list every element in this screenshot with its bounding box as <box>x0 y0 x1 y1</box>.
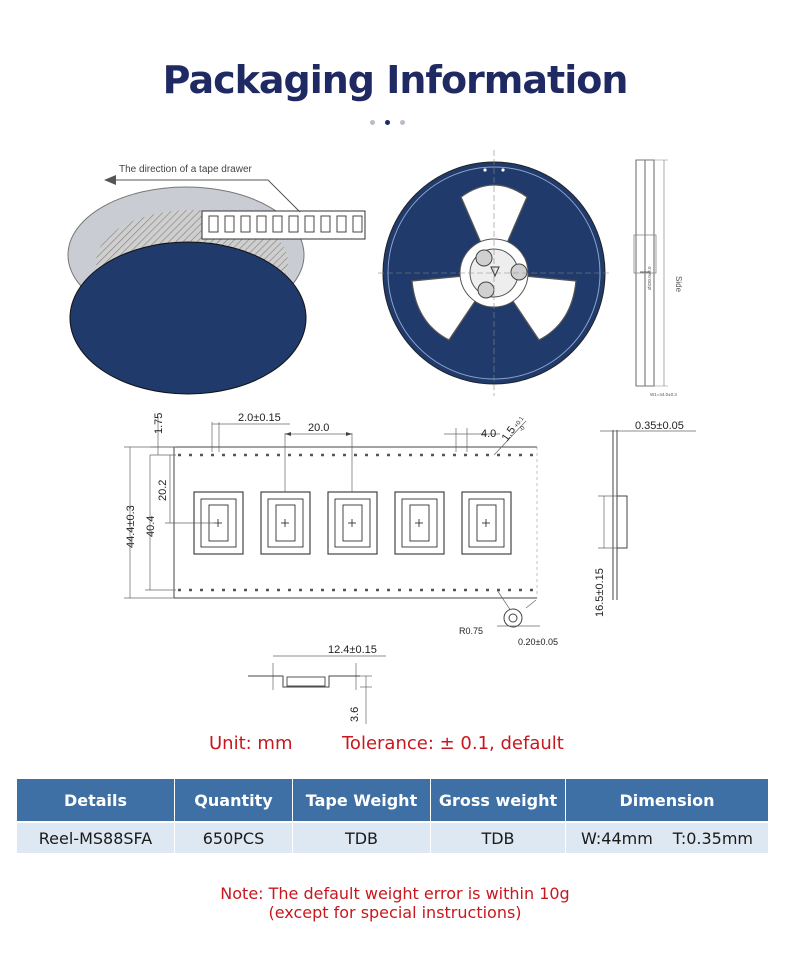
note-line-2: (except for special instructions) <box>268 903 522 922</box>
dim-2-0: 2.0±0.15 <box>238 412 281 424</box>
table-header-row: Details Quantity Tape Weight Gross weigh… <box>17 779 768 821</box>
tolerance-label: Tolerance: ± 0.1, default <box>342 733 564 754</box>
dim-r0-75: R0.75 <box>459 626 483 636</box>
dim-40-4: 40.4 <box>145 516 157 537</box>
tape-direction-label: The direction of a tape drawer <box>119 164 253 175</box>
dimension-thickness: T:0.35mm <box>672 828 753 848</box>
cell-gross-weight: TDB <box>431 821 566 853</box>
reel-side-view: Ø330.0±2.0 W1=44.0±0.3 Side <box>633 159 683 397</box>
packaging-spec-table: Details Quantity Tape Weight Gross weigh… <box>17 779 768 853</box>
carrier-tape-drawing: 2.0±0.15 20.0 4.0 1.5 +0.1 -0 1.75 44.4±… <box>124 412 696 724</box>
cell-dimension: W:44mm T:0.35mm <box>566 821 768 853</box>
carousel-dot[interactable] <box>370 120 375 125</box>
carousel-indicator <box>370 120 420 128</box>
column-header-quantity: Quantity <box>175 779 293 821</box>
packaging-drawing: The direction of a tape drawer Ø330.0±2.… <box>67 150 696 724</box>
cell-details: Reel-MS88SFA <box>17 821 175 853</box>
page-title: Packaging Information <box>162 58 629 102</box>
dim-20-0: 20.0 <box>308 422 329 434</box>
dim-12-4: 12.4±0.15 <box>328 644 377 656</box>
table-row: Reel-MS88SFA 650PCS TDB TDB W:44mm T:0.3… <box>17 821 768 853</box>
cell-tape-weight: TDB <box>293 821 431 853</box>
dim-1-75: 1.75 <box>153 413 165 434</box>
reel-perspective-illustration: The direction of a tape drawer <box>67 164 366 395</box>
svg-text:W1=44.0±0.3: W1=44.0±0.3 <box>650 392 677 397</box>
side-label: Side <box>674 276 683 293</box>
note-line-1: Note: The default weight error is within… <box>220 884 570 903</box>
column-header-details: Details <box>17 779 175 821</box>
unit-label: Unit: mm <box>209 733 293 754</box>
dim-20-2: 20.2 <box>157 480 169 501</box>
carousel-dot-active[interactable] <box>385 120 390 125</box>
dim-44-4: 44.4±0.3 <box>125 505 137 548</box>
column-header-gross-weight: Gross weight <box>431 779 566 821</box>
column-header-dimension: Dimension <box>566 779 768 821</box>
dim-0-20: 0.20±0.05 <box>518 637 558 647</box>
column-header-tape-weight: Tape Weight <box>293 779 431 821</box>
dimension-width: W:44mm <box>580 828 653 848</box>
svg-text:Ø330.0±2.0: Ø330.0±2.0 <box>647 266 652 290</box>
carousel-dot[interactable] <box>400 120 405 125</box>
dim-16-5: 16.5±0.15 <box>594 568 606 617</box>
reel-front-view <box>378 150 610 396</box>
dim-4-0: 4.0 <box>481 428 496 440</box>
dim-0-35: 0.35±0.05 <box>635 420 684 432</box>
cell-quantity: 650PCS <box>175 821 293 853</box>
dim-1-5-tol-lower: -0 <box>519 425 527 433</box>
dim-3-6: 3.6 <box>349 707 361 722</box>
